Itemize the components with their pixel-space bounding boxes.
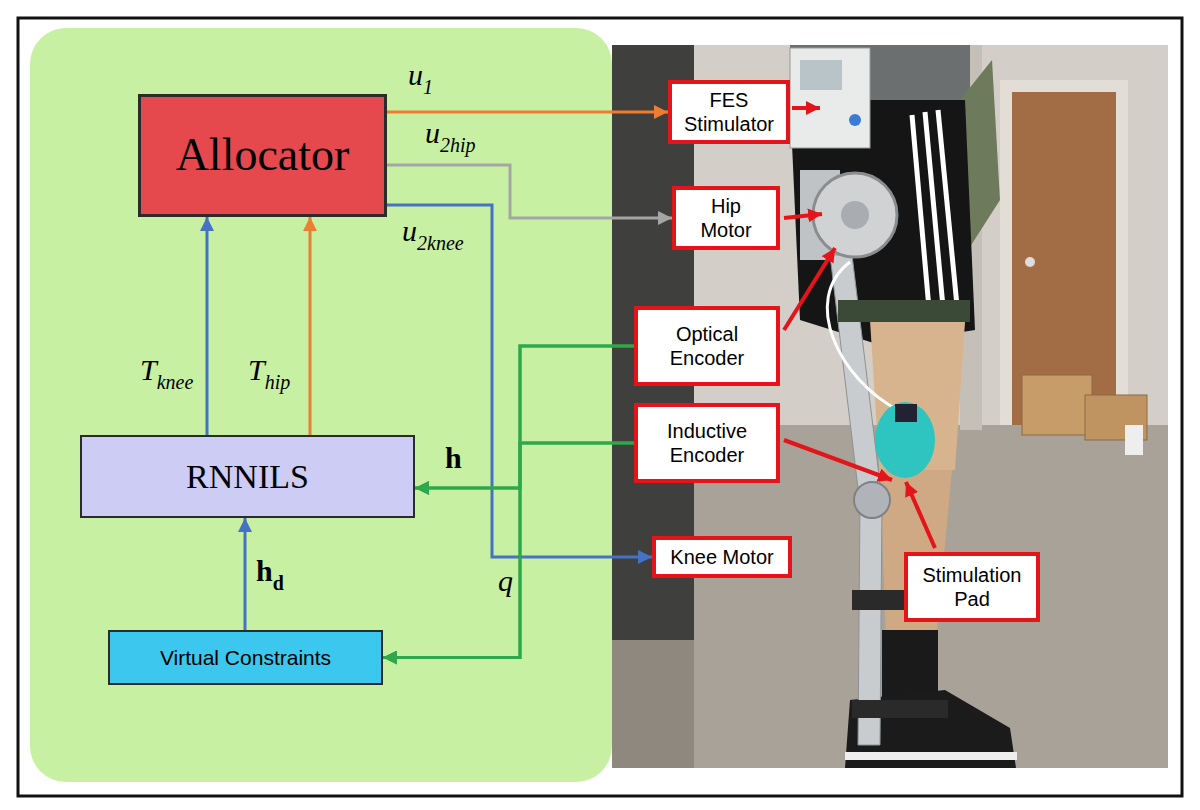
- knee-joint: [854, 482, 890, 518]
- thigh-strap: [838, 300, 970, 322]
- node-text: Knee Motor: [666, 545, 778, 569]
- callout-box: FES Stimulator: [668, 80, 790, 144]
- controller-panel: [30, 28, 612, 782]
- cardboard-box: [1022, 375, 1092, 435]
- door-handle: [1025, 257, 1035, 267]
- node-text: RNNILS: [82, 458, 413, 495]
- node-text: FES Stimulator: [682, 88, 776, 136]
- signal-arrow: [415, 346, 634, 488]
- node-text: Allocator: [141, 130, 384, 181]
- stimulator-button: [849, 114, 861, 126]
- signal-label: h: [445, 443, 462, 480]
- controller-block: RNNILS: [80, 435, 415, 518]
- node-text: Hip Motor: [686, 194, 766, 242]
- outer-frame: [18, 18, 1182, 796]
- callout-box: Stimulation Pad: [904, 552, 1040, 622]
- leader-line: [784, 248, 835, 330]
- leader-line: [784, 440, 892, 480]
- node-text: Optical Encoder: [648, 322, 766, 370]
- callout-box: Knee Motor: [652, 536, 792, 578]
- leader-line: [906, 482, 935, 548]
- shoe-sole: [845, 752, 1017, 760]
- signal-label: u2hip: [425, 118, 476, 155]
- callout-box: Hip Motor: [672, 186, 780, 250]
- hip-motor-hub: [841, 201, 869, 229]
- signal-label: hd: [256, 556, 284, 593]
- photo-illustration: [612, 45, 1168, 768]
- leader-line: [784, 214, 822, 218]
- signal-arrow: [387, 111, 668, 114]
- signal-arrow: [387, 165, 672, 218]
- door-frame: [1000, 80, 1128, 425]
- callout-box: Optical Encoder: [634, 306, 780, 386]
- stimulator-device: [790, 48, 870, 148]
- callout-box: Inductive Encoder: [634, 403, 780, 483]
- signal-arrow: [383, 443, 634, 658]
- constraint-block: Virtual Constraints: [108, 630, 383, 685]
- signal-arrow: [244, 518, 247, 630]
- stimulation-pad-drawing: [875, 402, 935, 478]
- leader-line: [792, 106, 820, 110]
- signal-label: q: [498, 566, 513, 603]
- signal-label: u2knee: [402, 216, 464, 253]
- signal-arrow: [383, 346, 634, 658]
- floor-shadow: [612, 640, 694, 768]
- node-text: Stimulation Pad: [918, 563, 1026, 611]
- ankle-strap: [852, 700, 948, 718]
- signal-arrow: [415, 443, 634, 488]
- signal-arrow: [206, 217, 209, 435]
- cable: [827, 262, 898, 410]
- floor-object: [1125, 425, 1143, 455]
- signal-label: Thip: [248, 355, 290, 392]
- signal-label: u1: [408, 60, 433, 97]
- stimulator-screen: [800, 60, 842, 90]
- node-text: Inductive Encoder: [648, 419, 766, 467]
- hip-motor-drawing: [813, 173, 897, 257]
- shorts-stripe: [938, 110, 958, 316]
- node-text: Virtual Constraints: [110, 645, 381, 670]
- allocator-block: Allocator: [138, 94, 387, 217]
- signal-arrow: [309, 217, 312, 435]
- electrode-clip: [895, 404, 917, 422]
- signal-label: Tknee: [140, 355, 193, 392]
